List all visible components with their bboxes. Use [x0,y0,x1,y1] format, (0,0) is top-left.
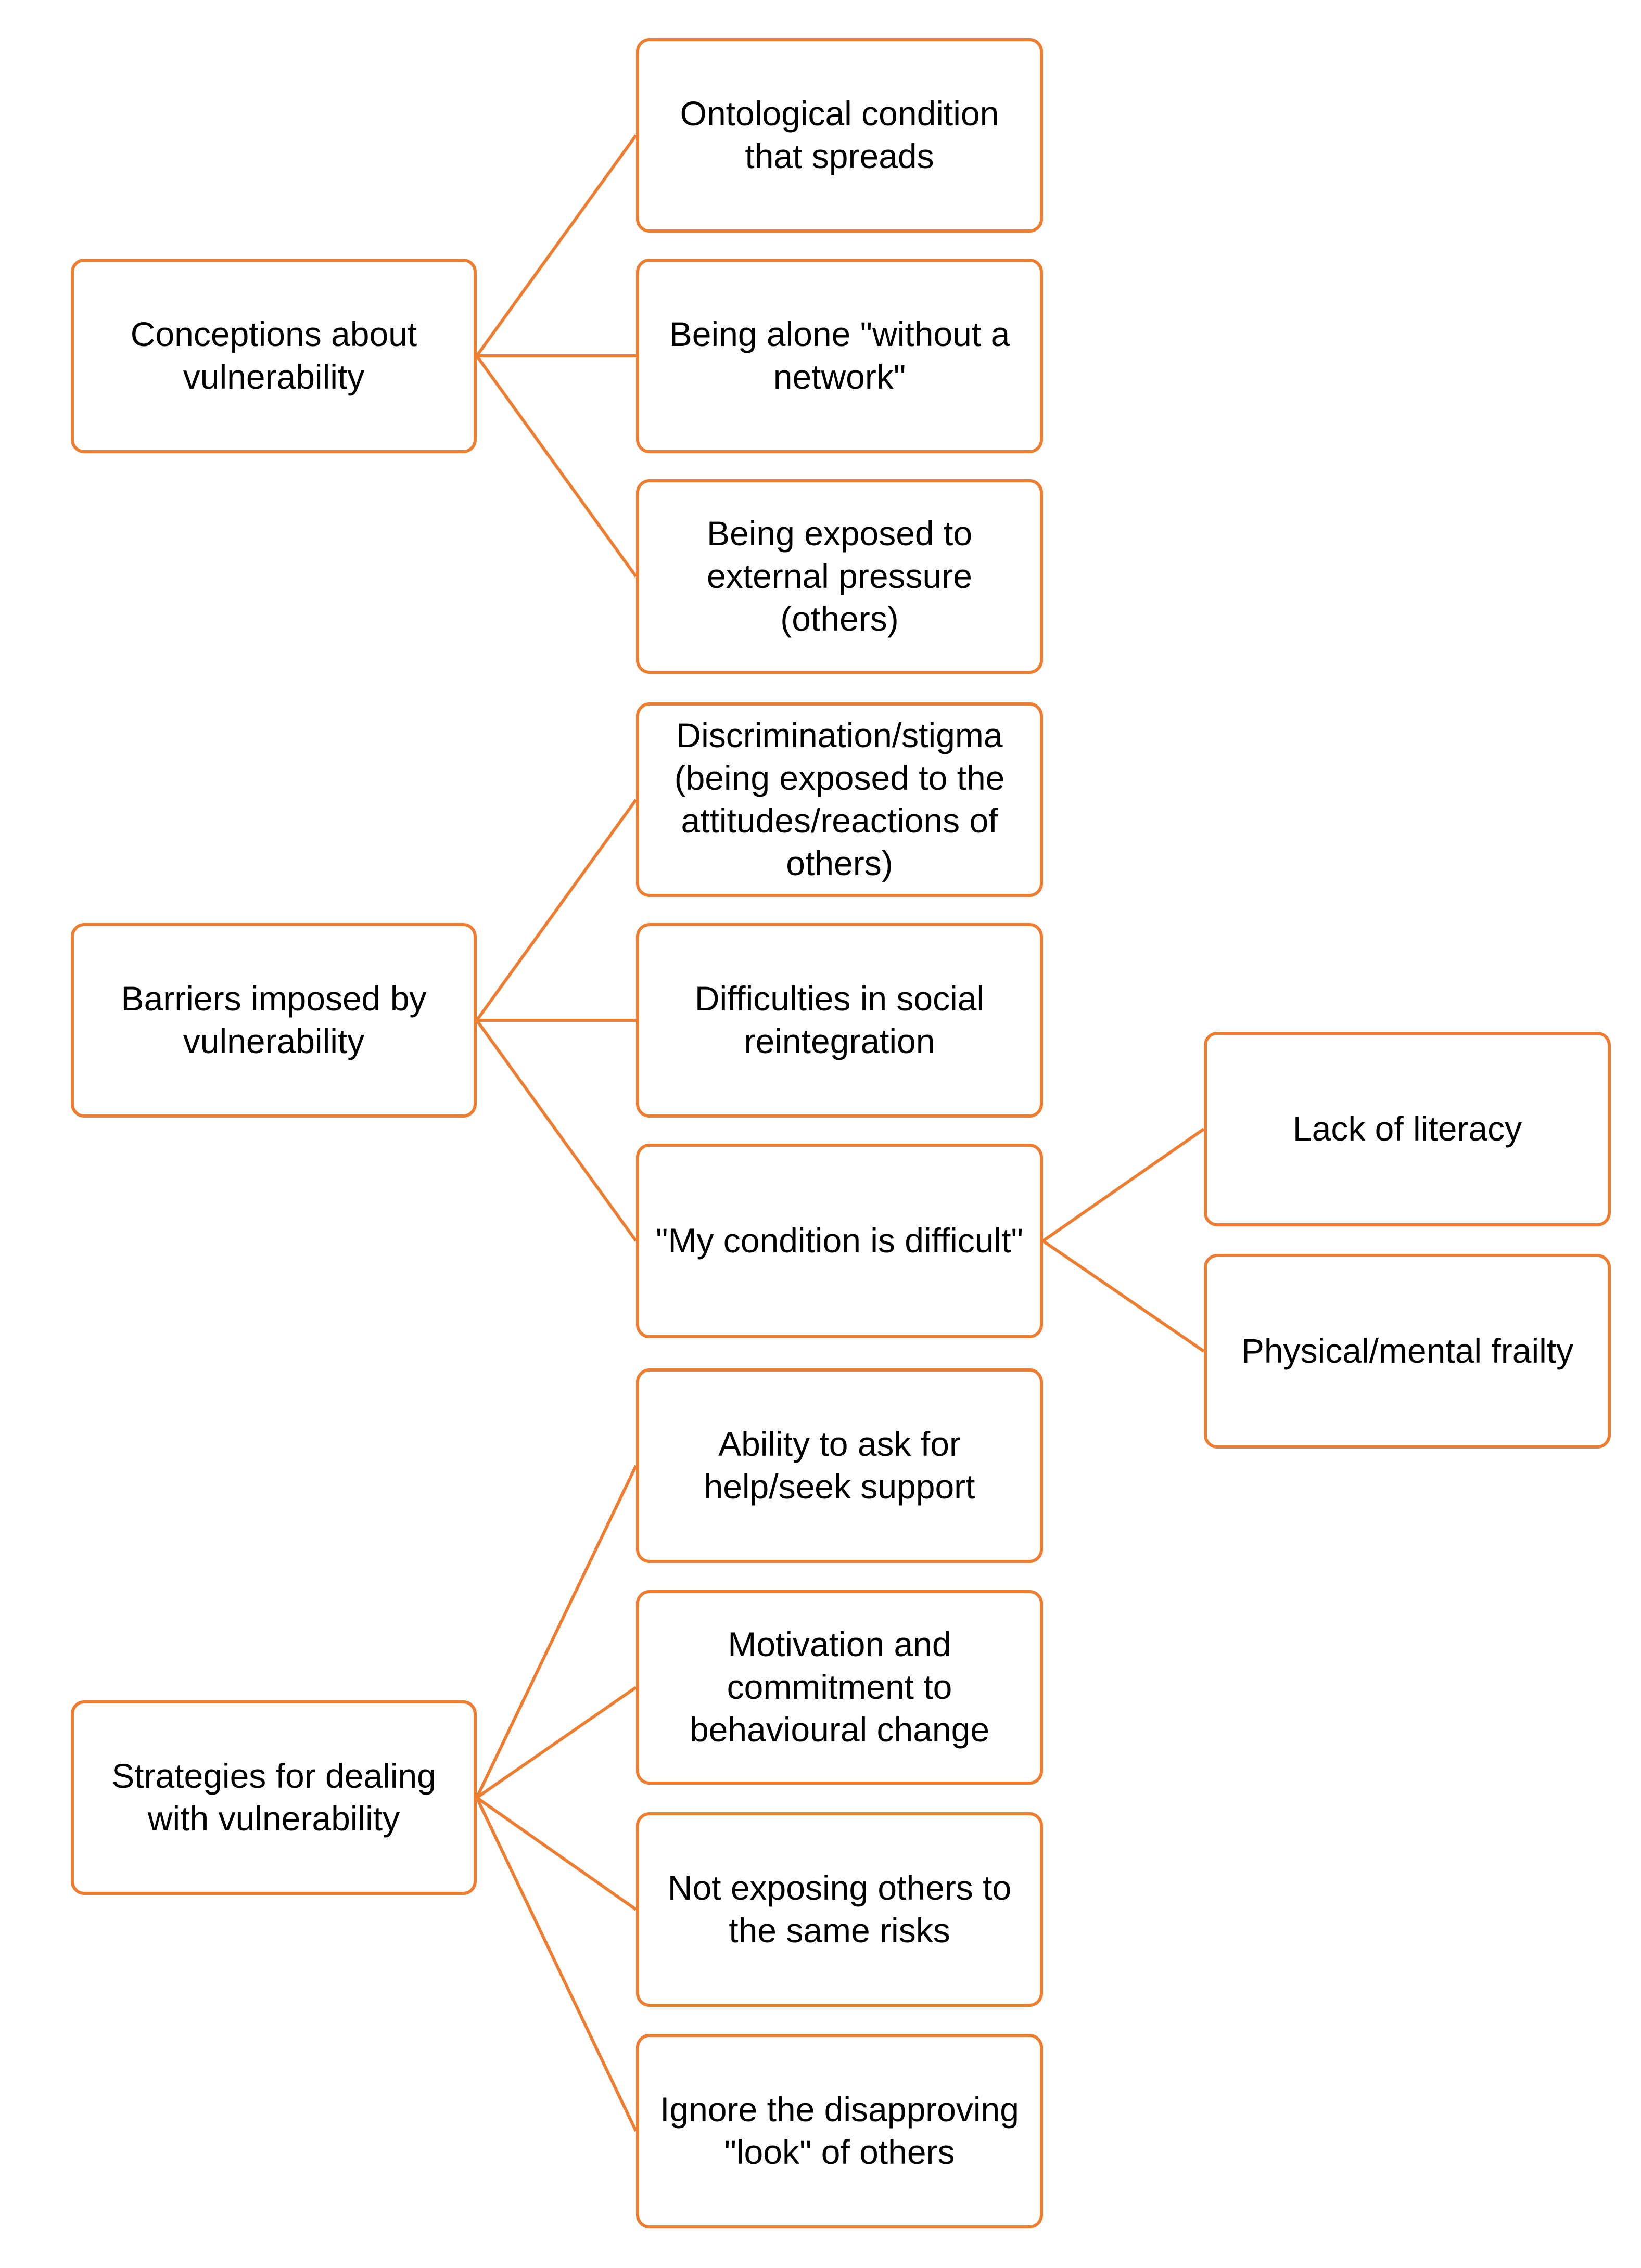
node-label: Ignore the disapproving "look" of others [660,2090,1019,2171]
node-label: Conceptions about vulnerability [130,315,417,396]
node-label: Being alone "without a network" [669,315,1010,396]
node-barriers-imposed-by-vulnerability: Barriers imposed by vulnerability [71,923,477,1118]
node-discrimination-stigma: Discrimination/stigma (being exposed to … [636,702,1043,897]
node-label: Ontological condition that spreads [680,94,999,175]
node-label: Not exposing others to the same risks [667,1868,1012,1950]
connector-barriers-to-condition [475,1019,638,1242]
node-label: Ability to ask for help/seek support [704,1425,975,1506]
node-not-exposing-others: Not exposing others to the same risks [636,1812,1043,2007]
node-physical-mental-frailty: Physical/mental frailty [1204,1254,1611,1449]
node-label: Being exposed to external pressure (othe… [706,514,973,638]
node-ignore-disapproving-look: Ignore the disapproving "look" of others [636,2034,1043,2228]
node-strategies-for-dealing-with-vulnerability: Strategies for dealing with vulnerabilit… [71,1700,477,1895]
connector-condition-to-frailty [1042,1239,1205,1353]
node-lack-of-literacy: Lack of literacy [1204,1032,1611,1226]
connector-condition-to-literacy [1042,1127,1205,1242]
connector-barriers-to-discrimination [475,799,638,1021]
node-label: Difficulties in social reintegration [694,979,985,1060]
node-external-pressure: Being exposed to external pressure (othe… [636,479,1043,674]
node-my-condition-is-difficult: "My condition is difficult" [636,1144,1043,1338]
node-label: Lack of literacy [1292,1109,1522,1148]
node-ontological-condition: Ontological condition that spreads [636,38,1043,233]
connector-strategies-to-look [475,1797,638,2132]
node-ask-for-help: Ability to ask for help/seek support [636,1368,1043,1563]
connector-strategies-to-risks [476,1796,637,1911]
node-label: Discrimination/stigma (being exposed to … [674,716,1005,882]
connector-conceptions-to-pressure [475,355,638,578]
node-conceptions-about-vulnerability: Conceptions about vulnerability [71,259,477,453]
connector-conceptions-to-ontological [475,134,638,357]
connector-strategies-to-help [475,1465,638,1799]
node-motivation-and-commitment: Motivation and commitment to behavioural… [636,1590,1043,1785]
node-being-alone: Being alone "without a network" [636,259,1043,453]
node-social-reintegration: Difficulties in social reintegration [636,923,1043,1118]
node-label: Barriers imposed by vulnerability [121,979,427,1060]
connector-strategies-to-motivation [476,1686,637,1799]
node-label: "My condition is difficult" [656,1221,1023,1260]
node-label: Motivation and commitment to behavioural… [689,1625,990,1749]
node-label: Physical/mental frailty [1241,1331,1574,1370]
node-label: Strategies for dealing with vulnerabilit… [111,1757,436,1838]
